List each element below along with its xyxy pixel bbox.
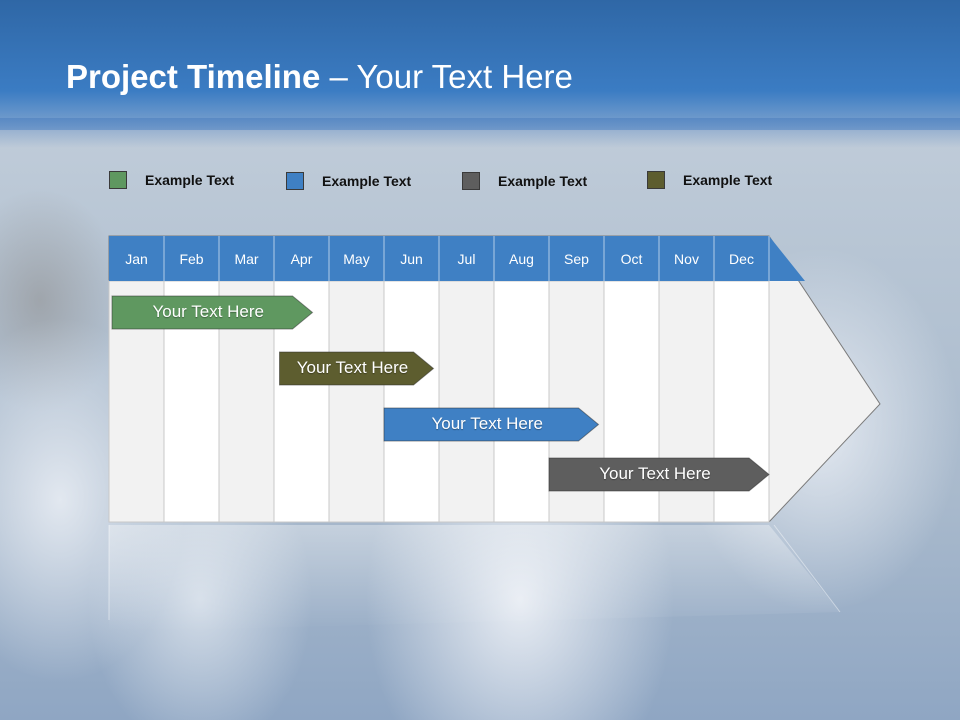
title-banner [0,0,960,130]
month-label: Jul [458,251,476,267]
legend-swatch [286,172,304,190]
arrow-reflection [109,525,840,632]
legend-swatch [109,171,127,189]
month-label: Jun [400,251,423,267]
legend-swatch [647,171,665,189]
month-label: Dec [729,251,754,267]
task-bar-label: Your Text Here [599,464,711,483]
task-bar [279,351,435,386]
month-column [438,280,495,523]
legend-item-3: Example Text [462,171,587,191]
month-label: Mar [234,251,258,267]
month-label: Jan [125,251,148,267]
task-bar [383,407,600,442]
month-column [493,280,550,523]
month-label: Apr [291,251,313,267]
title-banner-fade [0,118,960,148]
legend-item-4: Example Text [647,170,772,190]
month-label: Aug [509,251,534,267]
header-band [109,236,805,281]
timeline-reflection [108,524,841,632]
page-title-rest: – Your Text Here [320,58,573,95]
legend-label: Example Text [322,173,412,189]
legend-swatch [462,172,480,190]
task-bar [548,457,770,492]
task-bar-label: Your Text Here [296,358,409,377]
task-bar [111,295,314,330]
month-label: Oct [621,251,643,267]
month-column [328,280,385,523]
legend-item-2: Example Text [286,171,411,191]
month-label: Sep [564,251,589,267]
page-title-bold: Project Timeline [66,58,321,95]
legend-label: Example Text [683,172,773,188]
legend-label: Example Text [145,172,235,188]
task-bar-label: Your Text Here [152,302,264,321]
task-bars [111,295,770,492]
month-column [383,280,440,523]
page-title: Project Timeline – Your Text Here [66,58,573,96]
month-header-row: Jan Feb Mar Apr May Jun Jul Aug Sep Oct Nov Dec [109,236,805,281]
reflection-edge [773,524,841,613]
task-bar-label: Your Text Here [431,414,543,433]
month-label: May [343,251,369,267]
legend-item-1: Example Text [109,170,234,190]
month-label: Feb [179,251,203,267]
legend-label: Example Text [498,173,588,189]
month-label: Nov [674,251,699,267]
